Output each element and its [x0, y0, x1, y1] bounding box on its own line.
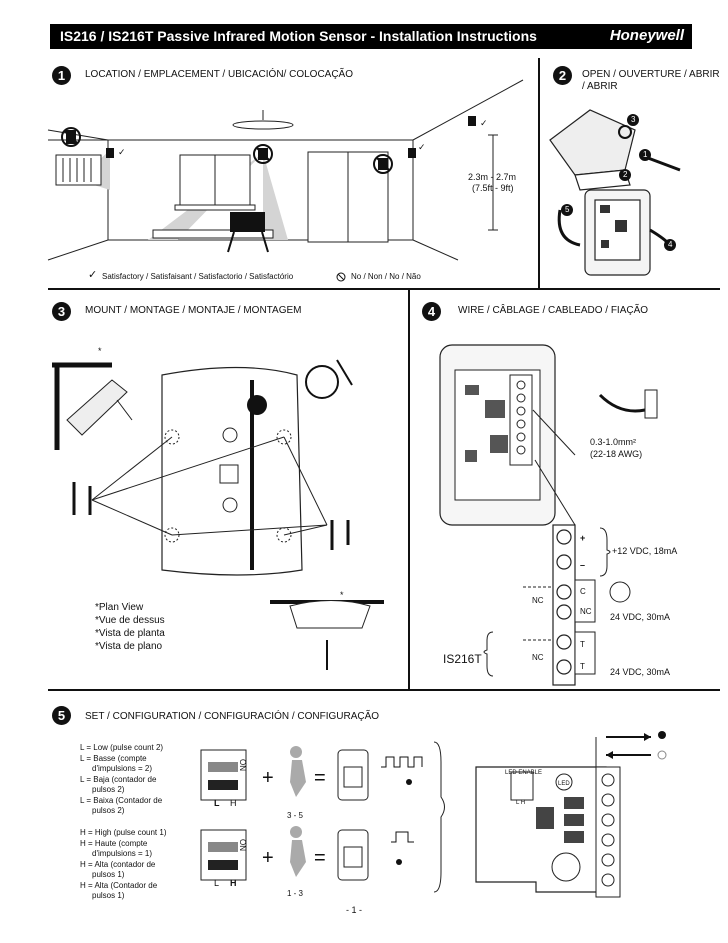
room-illustration [47, 79, 524, 261]
no-symbol-icon [336, 272, 346, 282]
step-2-1: 1 [643, 150, 648, 159]
step-number-2: 2 [553, 66, 572, 85]
dip-on-label-high: ON [238, 839, 247, 851]
high-line-5: pulsos 1) [92, 870, 125, 879]
divider-h1 [48, 288, 720, 290]
step-2-5: 5 [565, 205, 570, 214]
open-sensor-illustration [549, 109, 681, 276]
divider-v2 [408, 290, 410, 690]
high-line-6: H = Alta (Contador de [80, 880, 158, 890]
terminal-t1: T [580, 640, 585, 649]
section-title-set: SET / CONFIGURATION / CONFIGURACIÓN / CO… [85, 711, 380, 722]
dip-on-label-low: ON [238, 759, 247, 771]
high-line-1: H = High (pulse count 1) [80, 828, 167, 837]
plan-view-star: * [340, 590, 344, 600]
low-line-4: L = Baja (contador de [80, 774, 157, 784]
dip-h-low: H [230, 798, 237, 808]
title-bar: IS216 / IS216T Passive Infrared Motion S… [50, 24, 692, 49]
check-mark-c: ✓ [480, 118, 488, 128]
step-number-1: 1 [52, 66, 71, 85]
page-number: - 1 - [346, 905, 363, 915]
check-mark-a: ✓ [118, 147, 126, 157]
section-title-open: OPEN / OUVERTURE / ABRIR / ABRIR [582, 69, 720, 92]
alarm-spec: 24 VDC, 30mA [610, 612, 671, 622]
pulse-count-high: 1 - 3 [287, 889, 304, 898]
low-line-7: pulsos 2) [92, 806, 125, 815]
terminal-t2: T [580, 662, 585, 671]
divider-h2 [48, 689, 720, 691]
legend-no: No / Non / No / Não [351, 272, 421, 281]
tamper-nc-label: NC [532, 653, 544, 662]
wiring-illustration [439, 344, 658, 686]
high-line-4: H = Alta (contador de [80, 859, 156, 869]
step-2-3: 3 [631, 115, 636, 124]
svg-text:+: + [262, 767, 274, 789]
section-title-location: LOCATION / EMPLACEMENT / UBICACIÓN/ COLO… [85, 69, 354, 80]
dip-h-high: H [230, 878, 237, 888]
power-spec: +12 VDC, 18mA [612, 546, 678, 556]
plan-view-label-fr: *Vue de dessus [95, 615, 165, 626]
led-label: LED [558, 781, 570, 787]
pulse-count-low: 3 - 5 [287, 811, 304, 820]
check-mark-b: ✓ [418, 142, 426, 152]
relay-nc-label: NC [532, 596, 544, 605]
tamper-spec: 24 VDC, 30mA [610, 667, 671, 677]
wire-gauge-mm: 0.3-1.0mm² [590, 437, 637, 447]
legend-check-icon: ✓ [88, 269, 98, 281]
terminal-nc: NC [580, 607, 592, 616]
terminal-plus: + [580, 533, 586, 543]
terminal-minus: – [580, 560, 586, 570]
step-2-4: 4 [668, 240, 673, 249]
svg-text:+: + [262, 847, 274, 869]
svg-text:=: = [314, 847, 326, 869]
step-2-2: 2 [623, 170, 628, 179]
mounting-height-m: 2.3m - 2.7m [468, 172, 517, 182]
led-lh-label: L H [516, 800, 526, 806]
mount-illustration [52, 359, 384, 670]
terminal-c: C [580, 587, 586, 596]
low-line-6: L = Baixa (Contador de [80, 795, 163, 805]
document-title: IS216 / IS216T Passive Infrared Motion S… [60, 28, 537, 44]
divider-v1 [538, 58, 540, 289]
low-line-2: L = Basse (compte [80, 753, 147, 763]
configuration-illustration: + = + = [200, 731, 667, 898]
high-line-2: H = Haute (compte [80, 838, 148, 848]
step-number-3: 3 [52, 302, 71, 321]
mounting-height-ft: (7.5ft - 9ft) [472, 183, 514, 193]
corner-view-star: * [98, 346, 102, 356]
step-number-5: 5 [52, 706, 71, 725]
plan-view-label-es: *Vista de planta [95, 628, 165, 639]
dip-l-high: L [214, 878, 220, 888]
high-sensitivity-text: H = High (pulse count 1) H = Haute (comp… [80, 828, 167, 902]
legend-satisfactory: Satisfactory / Satisfaisant / Satisfacto… [102, 272, 294, 281]
wire-gauge-awg: (22-18 AWG) [590, 449, 643, 459]
high-line-3: d'impulsions = 1) [92, 849, 152, 858]
dip-l-low: L [214, 798, 220, 808]
plan-view-label-en: *Plan View [95, 602, 144, 613]
svg-text:=: = [314, 767, 326, 789]
section-title-mount: MOUNT / MONTAGE / MONTAJE / MONTAGEM [85, 305, 302, 316]
low-sensitivity-text: L = Low (pulse count 2) L = Basse (compt… [80, 743, 163, 817]
step-number-4: 4 [422, 302, 441, 321]
low-line-3: d'impulsions = 2) [92, 764, 152, 773]
model-is216t: IS216T [443, 652, 482, 666]
section-title-wire: WIRE / CÂBLAGE / CABLEADO / FIAÇÃO [458, 305, 649, 316]
led-enable-label: LED ENABLE [505, 770, 543, 776]
brand-logo: Honeywell [609, 27, 684, 44]
plan-view-label-pt: *Vista de plano [95, 641, 163, 652]
high-line-7: pulsos 1) [92, 891, 125, 900]
low-line-5: pulsos 2) [92, 785, 125, 794]
low-line-1: L = Low (pulse count 2) [80, 743, 164, 752]
